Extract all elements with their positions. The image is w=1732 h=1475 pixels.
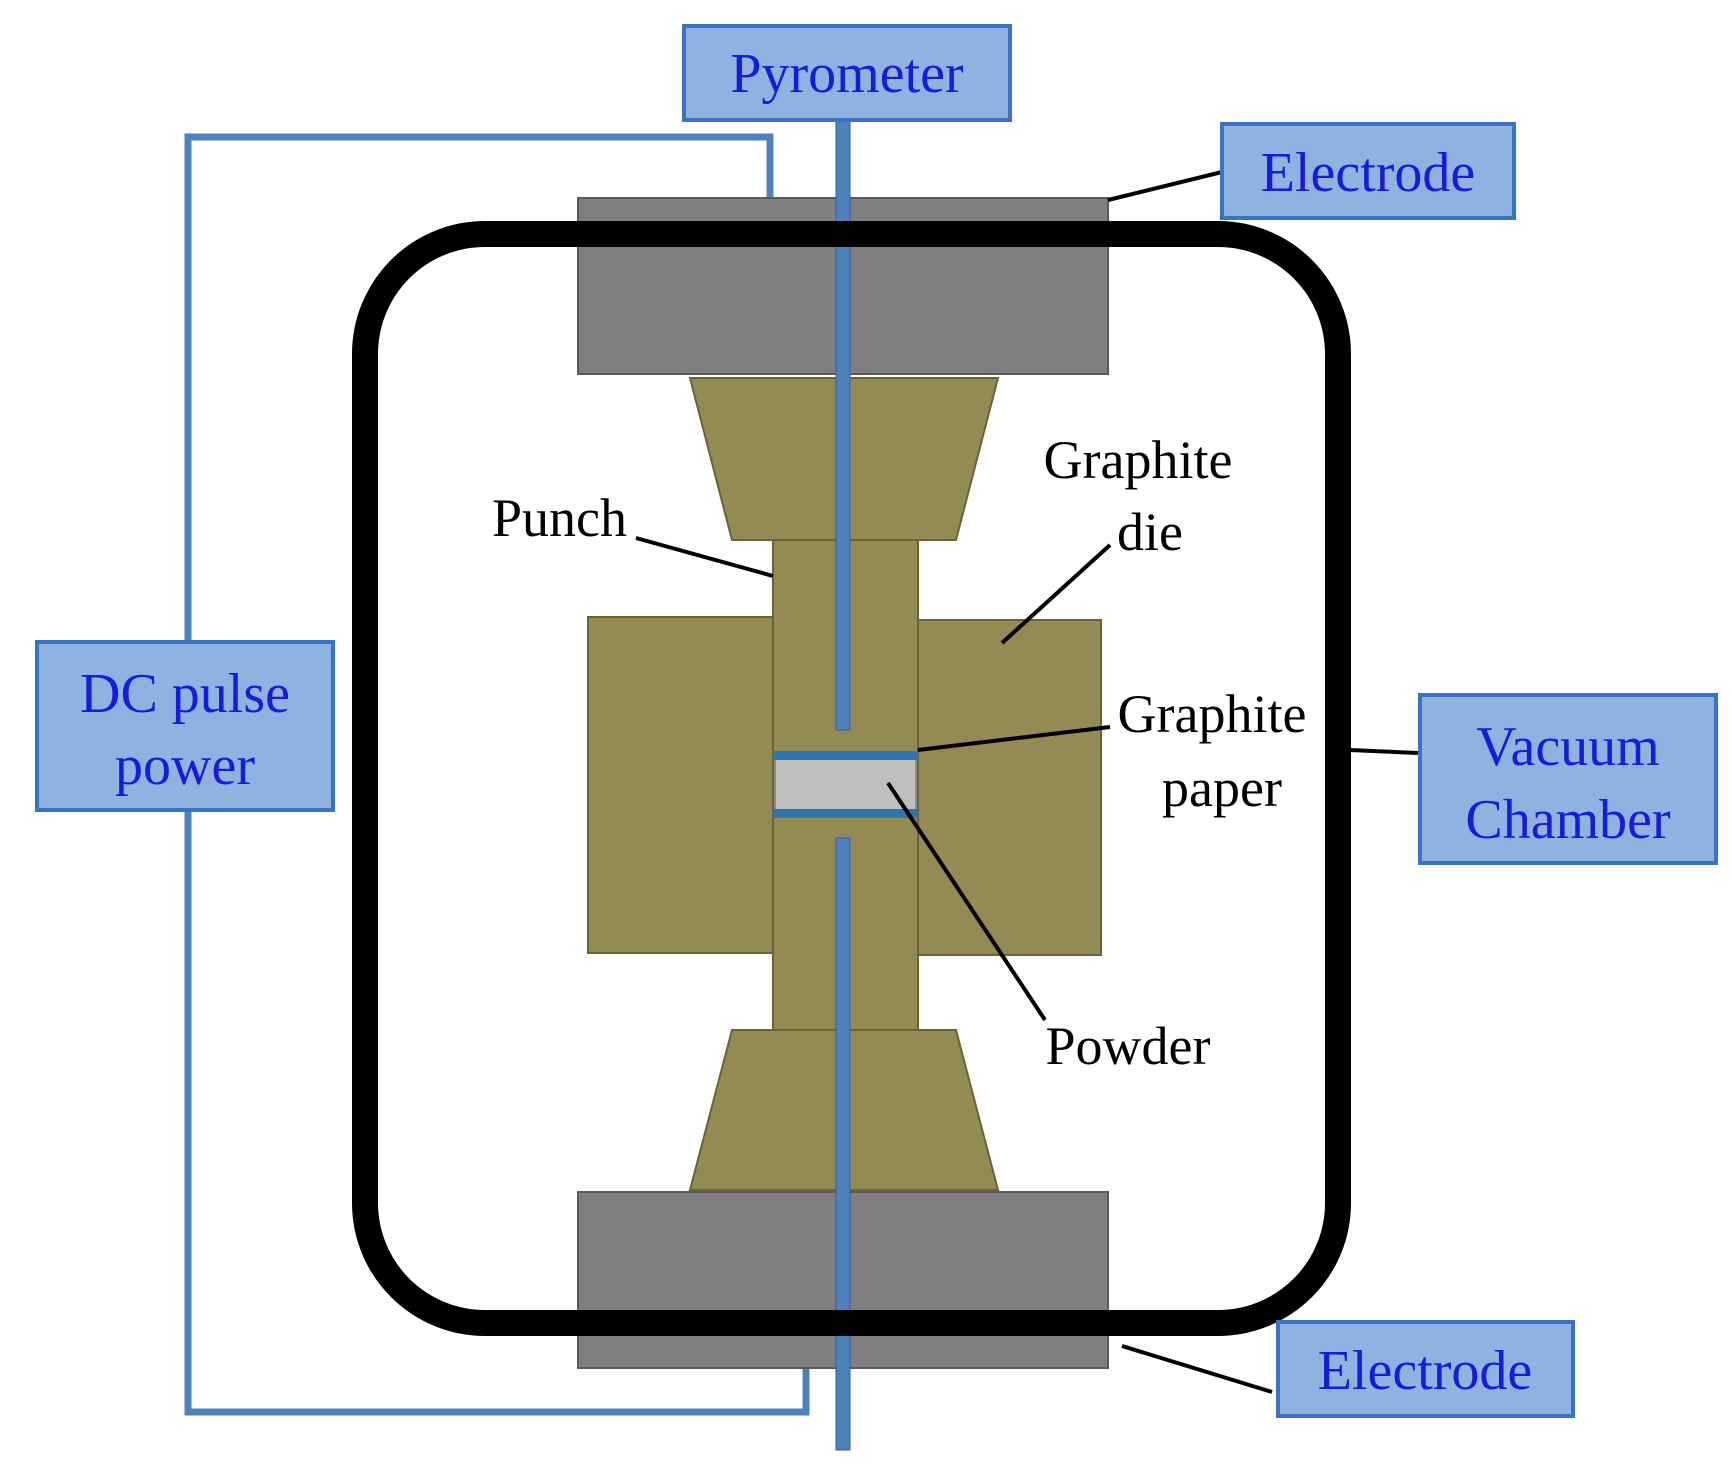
- powder-label: Powder: [1046, 1016, 1211, 1076]
- leader-graphite-die: [1000, 543, 1112, 645]
- leader-vacuum-chamber: [1349, 748, 1419, 755]
- leader-powder: [886, 781, 1047, 1022]
- graphite-die-label-line2: die: [1117, 502, 1183, 562]
- vacuum-chamber: [352, 221, 1351, 1336]
- punch-label: Punch: [492, 488, 627, 548]
- electrode-bottom-label-box: Electrode: [1276, 1320, 1575, 1418]
- graphite-paper-bottom: [773, 809, 918, 818]
- graphite-die-left: [587, 616, 774, 954]
- pyrometer-rod-bottom: [835, 837, 851, 1451]
- graphite-paper-label-line1: Graphite: [1118, 684, 1307, 744]
- graphite-die-right: [917, 619, 1102, 956]
- graphite-die-label-line1: Graphite: [1044, 430, 1233, 490]
- pyrometer-rod-top: [835, 109, 851, 731]
- vacuum-chamber-label-line1: Vacuum: [1476, 716, 1660, 778]
- leader-graphite-paper: [917, 725, 1111, 752]
- vacuum-chamber-label-line2: Chamber: [1465, 789, 1671, 851]
- dc-pulse-power-label-line1: DC pulse: [80, 663, 290, 725]
- leader-electrode-top: [1107, 170, 1223, 202]
- pyrometer-label: Pyrometer: [730, 43, 964, 105]
- dc-pulse-power-label-box: DC pulse power: [35, 640, 335, 812]
- vacuum-chamber-label-box: Vacuum Chamber: [1418, 693, 1718, 865]
- pyrometer-label-box: Pyrometer: [682, 24, 1012, 122]
- powder-sample: [774, 756, 917, 813]
- graphite-paper-top: [773, 751, 918, 760]
- power-wire-top: [184, 133, 774, 640]
- graphite-paper-label-line2: paper: [1162, 758, 1282, 818]
- leader-electrode-bottom: [1121, 1344, 1273, 1394]
- power-wire-bottom: [184, 808, 810, 1416]
- leader-punch: [635, 536, 774, 578]
- dc-pulse-power-label-line2: power: [115, 735, 255, 797]
- electrode-bottom-label: Electrode: [1318, 1340, 1533, 1402]
- electrode-top-label-box: Electrode: [1220, 122, 1516, 220]
- electrode-top-label: Electrode: [1261, 142, 1476, 204]
